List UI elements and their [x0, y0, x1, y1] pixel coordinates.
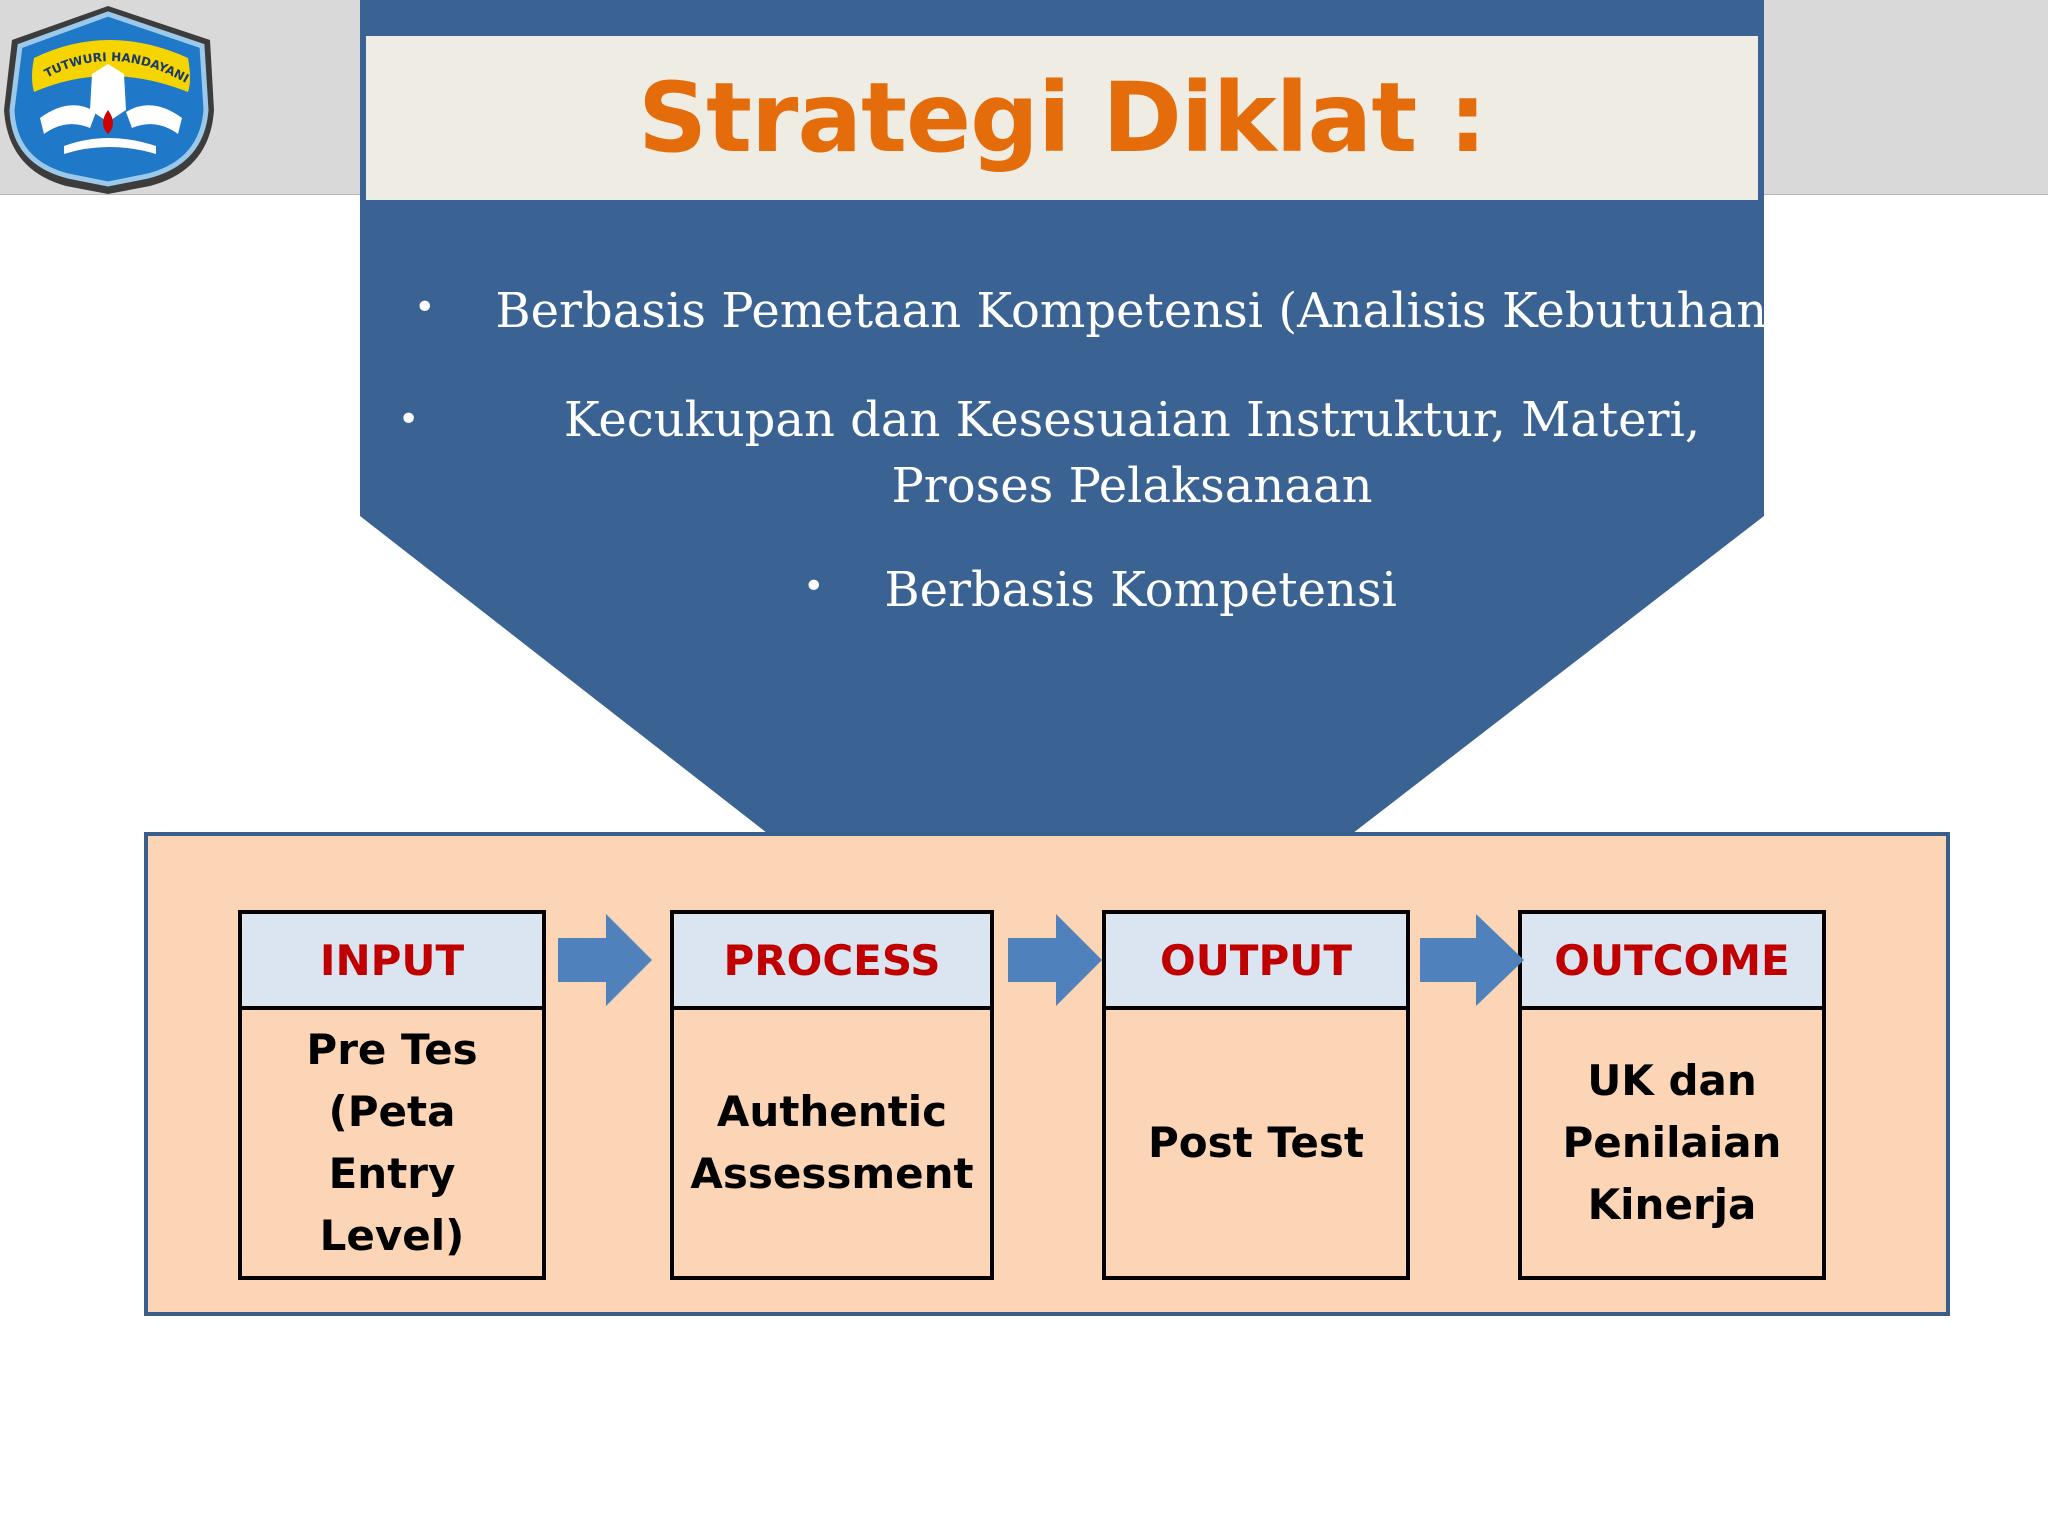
outcome-card: OUTCOME UK dan Penilaian Kinerja [1518, 910, 1826, 1280]
bullet-item: • Kecukupan dan Kesesuaian Instruktur, Ma… [380, 387, 1820, 519]
output-body: Post Test [1148, 1118, 1364, 1167]
right-arrow-icon [558, 914, 652, 1006]
bullet-item: • Berbasis Kompetensi [380, 557, 1820, 628]
process-card: PROCESS Authentic Assessment [670, 910, 994, 1280]
title-box: Strategi Diklat : [366, 36, 1758, 200]
bullet-text: Berbasis Kompetensi [884, 562, 1397, 618]
outcome-body: UK dan Penilaian Kinerja [1562, 1056, 1782, 1229]
slide-title: Strategi Diklat : [637, 62, 1487, 174]
tutwuri-handayani-logo: TUTWURI HANDAYANI [4, 6, 214, 194]
process-header: PROCESS [674, 914, 990, 1010]
bullet-icon: • [803, 566, 825, 607]
bullet-text: Kecukupan dan Kesesuaian Instruktur, Mat… [563, 392, 1701, 514]
input-header: INPUT [242, 914, 542, 1010]
input-card: INPUT Pre Tes (Peta Entry Level) [238, 910, 546, 1280]
bullet-item: • Berbasis Pemetaan Kompetensi (Analisis … [380, 278, 1820, 349]
strategy-pentagon [360, 0, 1764, 840]
output-header: OUTPUT [1106, 914, 1406, 1010]
output-card: OUTPUT Post Test [1102, 910, 1410, 1280]
strategy-bullet-list: • Berbasis Pemetaan Kompetensi (Analisis … [380, 278, 1820, 666]
input-body: Pre Tes (Peta Entry Level) [306, 1025, 478, 1260]
bullet-icon: • [398, 399, 420, 440]
process-body: Authentic Assessment [690, 1087, 974, 1198]
bullet-icon: • [414, 287, 436, 328]
right-arrow-icon [1008, 914, 1102, 1006]
right-arrow-icon [1420, 914, 1524, 1006]
bullet-text: Berbasis Pemetaan Kompetensi (Analisis K… [495, 283, 1786, 339]
outcome-header: OUTCOME [1522, 914, 1822, 1010]
